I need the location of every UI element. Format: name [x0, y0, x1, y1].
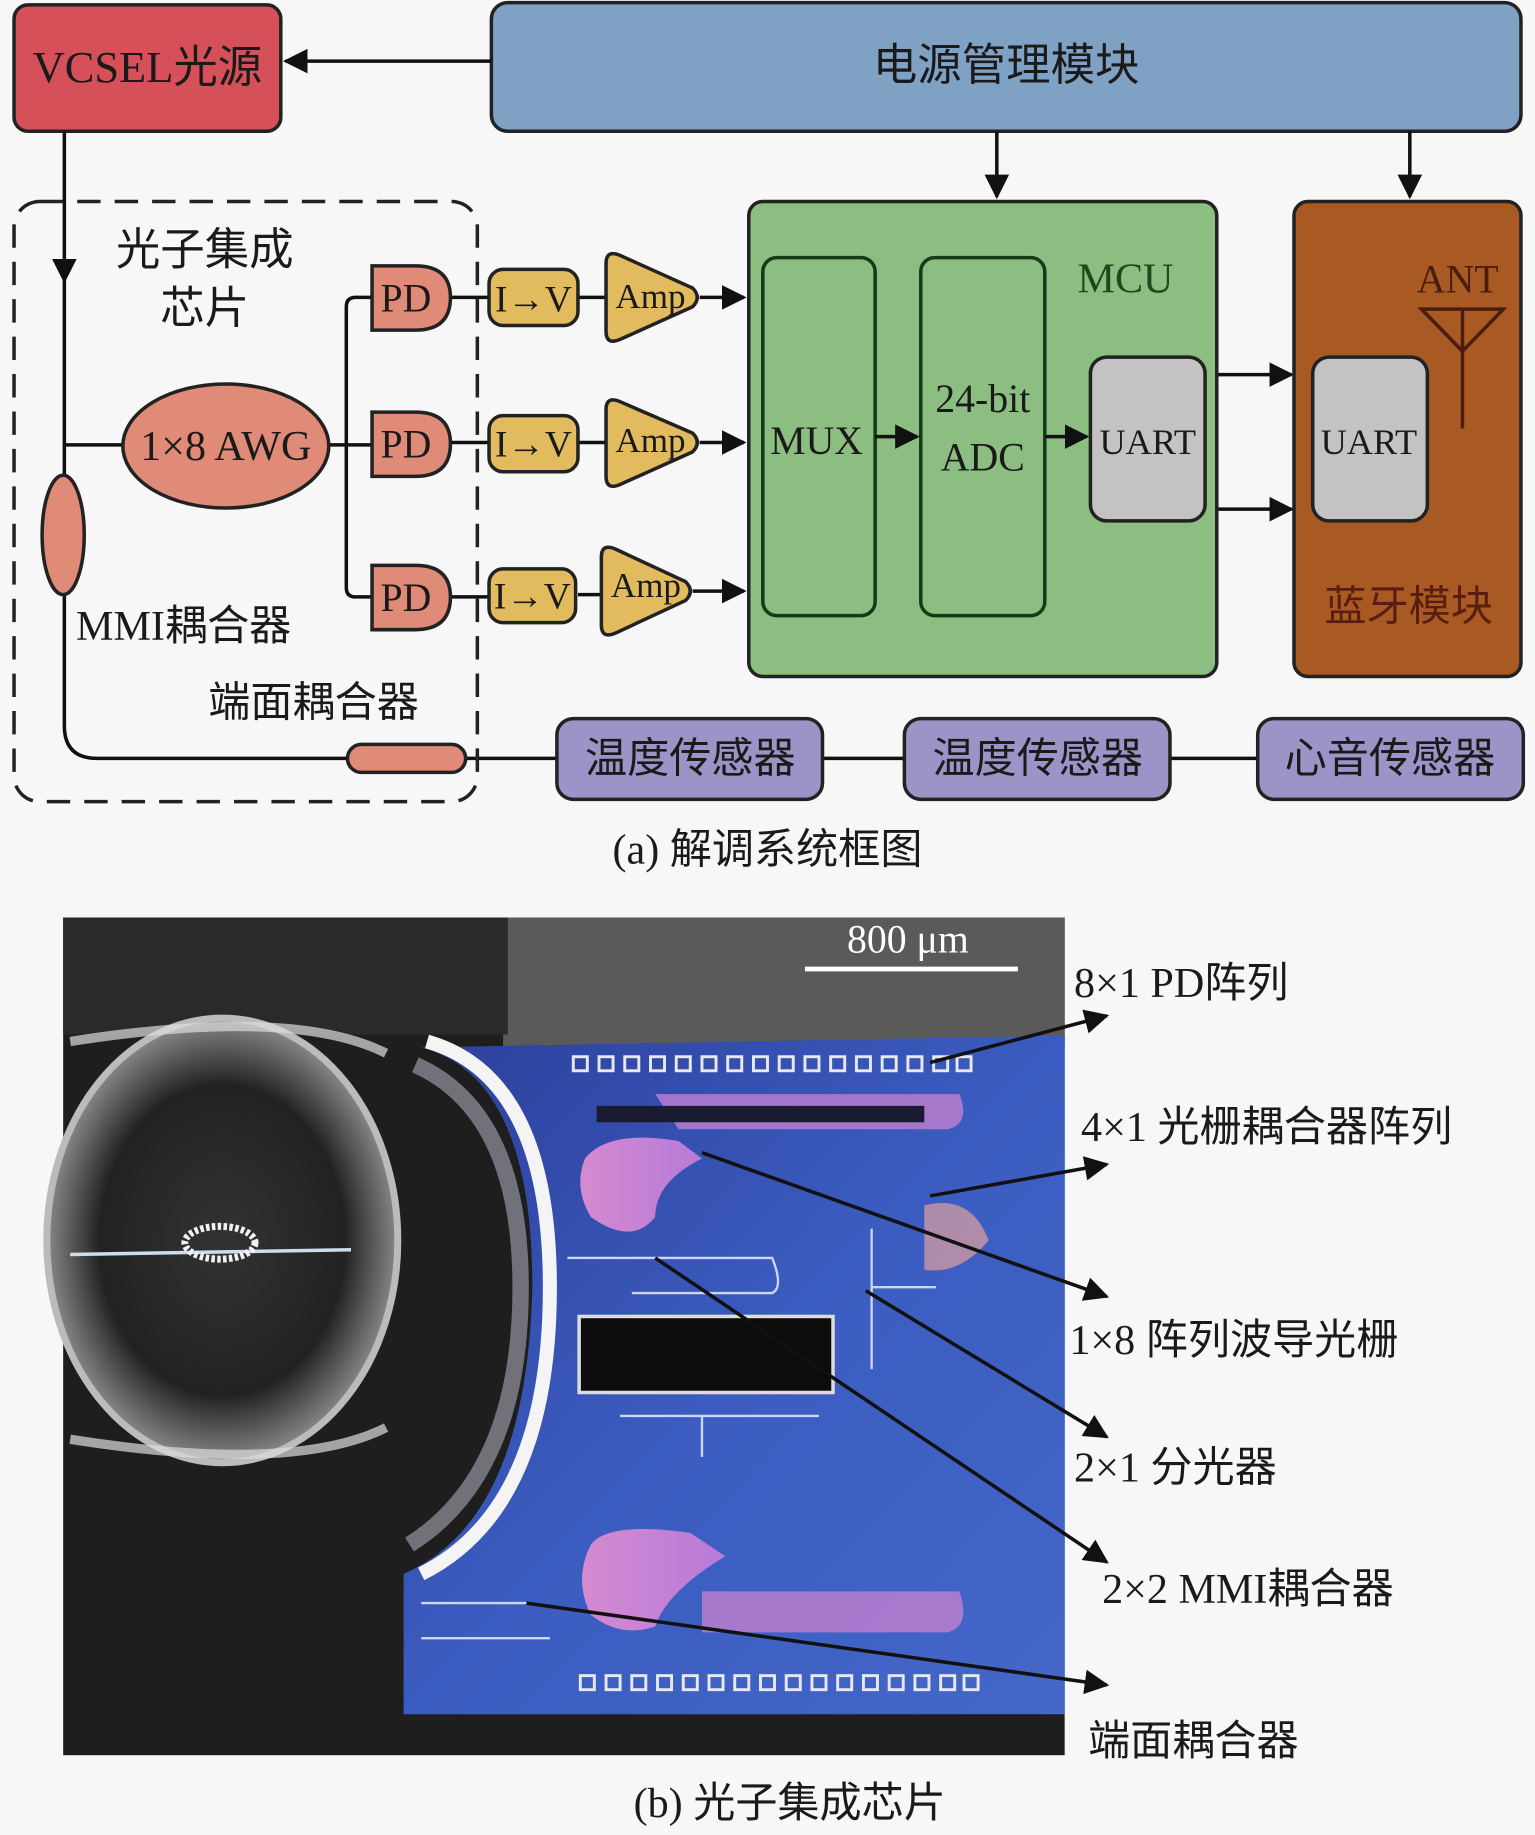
- bluetooth-block: UART ANT 蓝牙模块: [1292, 199, 1523, 679]
- component-labels: 8×1 PD阵列 4×1 光栅耦合器阵列 1×8 阵列波导光栅 2×1 分光器 …: [1069, 960, 1452, 1765]
- amp-label: Amp: [615, 277, 685, 316]
- mcu-block: MUX 24-bit ADC UART MCU: [747, 199, 1219, 679]
- sensor-label: 温度传感器: [932, 735, 1143, 782]
- amp-label: Amp: [611, 566, 681, 605]
- label-grating-coupler-array: 4×1 光栅耦合器阵列: [1081, 1104, 1452, 1151]
- caption-b: (b) 光子集成芯片: [634, 1780, 946, 1827]
- pd-row-3: PD I→V Amp: [370, 545, 693, 637]
- power-label: 电源管理模块: [873, 40, 1140, 90]
- mmi-coupler: [40, 473, 86, 597]
- sensor-temperature-2: 温度传感器: [902, 716, 1172, 802]
- pd-array-bottom: [578, 1674, 980, 1692]
- vcsel-source-block: VCSEL光源: [12, 3, 283, 134]
- amplifier: [604, 398, 700, 489]
- label-mmi: 2×2 MMI耦合器: [1102, 1566, 1394, 1613]
- iv-label: I→V: [495, 425, 572, 466]
- pd-block: [370, 410, 453, 479]
- photonic-chip-boundary: [12, 199, 480, 804]
- callout-arrows: [526, 1009, 1110, 1695]
- sensor-label: 心音传感器: [1285, 735, 1496, 782]
- chip-label-line2: 芯片: [160, 283, 249, 333]
- dark-pad: [577, 1314, 835, 1395]
- amp-label: Amp: [615, 421, 685, 460]
- grating-couplers: [924, 1202, 989, 1271]
- adc-label-2: ADC: [941, 436, 1025, 480]
- amplifier: [604, 251, 700, 343]
- chip-photo: 800 μm: [43, 917, 1065, 1756]
- iv-label: I→V: [494, 577, 571, 618]
- block-diagram: VCSEL光源 电源管理模块: [12, 0, 1526, 874]
- sensor-temperature-1: 温度传感器: [555, 716, 825, 802]
- chip-label-line1: 光子集成: [116, 225, 294, 275]
- pd-label: PD: [381, 423, 432, 467]
- sensor-label: 温度传感器: [585, 735, 796, 782]
- bluetooth-label: 蓝牙模块: [1324, 583, 1492, 630]
- power-management-block: 电源管理模块: [489, 0, 1523, 134]
- label-pd-array: 8×1 PD阵列: [1074, 960, 1288, 1007]
- sensor-heart-sound: 心音传感器: [1255, 716, 1526, 802]
- iv-converter: [487, 567, 578, 625]
- pd-label: PD: [381, 576, 432, 620]
- antenna-icon: [1417, 307, 1508, 429]
- mmi-label: MMI耦合器: [76, 603, 291, 650]
- connectors: [52, 48, 1423, 761]
- amplifier: [599, 545, 693, 637]
- pd-label: PD: [381, 276, 432, 320]
- label-end-coupler: 端面耦合器: [1088, 1718, 1299, 1765]
- mux-label: MUX: [770, 419, 863, 463]
- label-awg: 1×8 阵列波导光栅: [1069, 1317, 1398, 1364]
- pd-row-2: PD I→V Amp: [370, 398, 700, 489]
- bt-uart-label: UART: [1321, 422, 1418, 462]
- iv-label: I→V: [495, 279, 572, 320]
- awg-upper: [580, 1137, 702, 1232]
- fiber-lens: [43, 1014, 402, 1467]
- pd-block: [370, 264, 453, 332]
- lens-edge: [418, 1034, 557, 1581]
- pd-array-top: [571, 1055, 973, 1073]
- vcsel-label: VCSEL光源: [33, 42, 263, 92]
- caption-a: (a) 解调系统框图: [613, 827, 923, 874]
- mcu-uart-block: [1088, 355, 1207, 523]
- label-splitter: 2×1 分光器: [1074, 1444, 1277, 1491]
- iv-converter: [487, 267, 580, 328]
- end-coupler: [345, 742, 468, 775]
- adc-block: [919, 255, 1047, 618]
- awg-lower: [582, 1529, 726, 1631]
- ant-label: ANT: [1417, 258, 1499, 302]
- mcu-uart-label: UART: [1099, 422, 1196, 462]
- iv-converter: [487, 413, 580, 474]
- pd-block: [370, 563, 453, 632]
- end-coupler-label: 端面耦合器: [208, 679, 419, 726]
- bt-uart-block: [1310, 355, 1430, 523]
- mcu-label: MCU: [1078, 256, 1174, 303]
- adc-label-1: 24-bit: [935, 377, 1030, 421]
- awg-label: 1×8 AWG: [140, 423, 311, 470]
- awg-block: [121, 382, 331, 510]
- pd-row-1: PD I→V Amp: [370, 251, 700, 343]
- scale-bar-label: 800 μm: [847, 918, 969, 962]
